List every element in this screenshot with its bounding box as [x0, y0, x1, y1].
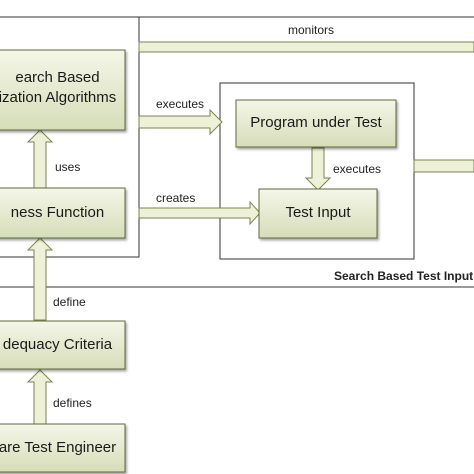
defines-arrow — [26, 369, 54, 425]
optimization-line2: ization Algorithms — [0, 89, 117, 106]
output-arrow — [413, 159, 474, 173]
optimization-line1: earch Based — [15, 69, 100, 86]
program-box — [235, 99, 397, 148]
optimization-box-label: earch Based ization Algorithms — [0, 68, 125, 108]
define-arrow — [26, 237, 54, 321]
uses-arrow — [26, 129, 54, 189]
creates-arrow — [138, 200, 261, 226]
monitors-arrow — [138, 41, 474, 53]
executes-inner-label: executes — [333, 162, 382, 176]
executes-arrow — [138, 108, 223, 136]
defines-label: defines — [53, 396, 92, 410]
adequacy-box — [0, 320, 126, 370]
executes-top-label: executes — [156, 97, 205, 111]
frame-caption: Search Based Test Input — [334, 269, 474, 283]
search-based-test-input-frame — [0, 16, 474, 288]
optimization-box — [0, 49, 126, 131]
define-label: define — [53, 295, 86, 309]
test-input-box-label: Test Input — [285, 204, 351, 221]
test-input-box — [258, 188, 378, 239]
engineer-box-label: are Test Engineer — [0, 439, 117, 456]
creates-label: creates — [156, 191, 196, 205]
fitness-box-label: ness Function — [10, 204, 105, 221]
engineer-box — [0, 423, 126, 473]
adequacy-box-label: dequacy Criteria — [2, 336, 113, 353]
fitness-box — [0, 187, 126, 239]
uses-label: uses — [55, 160, 81, 174]
executes-inner-arrow — [304, 147, 332, 191]
monitors-label: monitors — [288, 23, 335, 37]
program-box-label: Program under Test — [250, 114, 382, 131]
